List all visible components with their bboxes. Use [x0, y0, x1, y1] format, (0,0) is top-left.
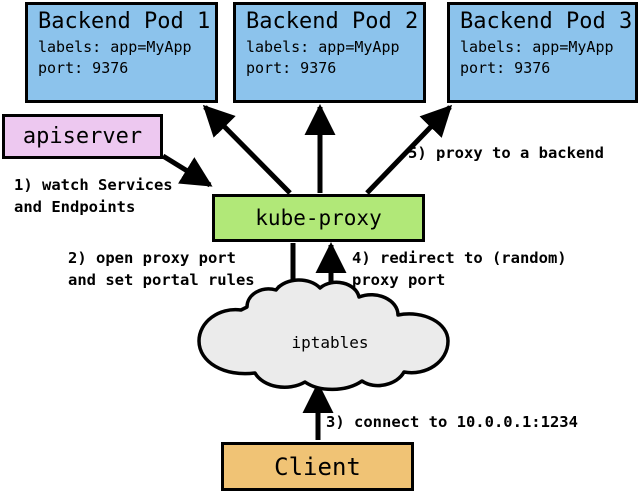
pod-1-name: Backend Pod 1: [38, 9, 211, 34]
step-4-label-line-1: 4) redirect to (random): [352, 249, 567, 267]
pod-1-labels: labels: app=MyApp: [38, 38, 192, 56]
kube-proxy-box[interactable]: kube-proxy: [212, 194, 425, 242]
step-4-label-line-2: proxy port: [352, 271, 446, 289]
step-1-label-line-1: 1) watch Services: [14, 176, 173, 194]
backend-pod-1-box[interactable]: Backend Pod 1 labels: app=MyApp port: 93…: [25, 2, 218, 103]
step-2-label-line-1: 2) open proxy port: [68, 249, 236, 267]
edge-kubeproxy-to-pod-1: [202, 104, 292, 195]
pod-2-port: port: 9376: [246, 59, 337, 77]
step-2-label-line-2: and set portal rules: [68, 271, 255, 289]
step-3-label: 3) connect to 10.0.0.1:1234: [326, 413, 578, 431]
step-1-label-line-2: and Endpoints: [14, 198, 136, 216]
kube-proxy-label: kube-proxy: [255, 206, 382, 230]
pod-2-name: Backend Pod 2: [246, 9, 419, 34]
client-box[interactable]: Client: [221, 442, 414, 491]
edge-kubeproxy-to-pod-3: [365, 104, 453, 195]
backend-pod-3-box[interactable]: Backend Pod 3 labels: app=MyApp port: 93…: [447, 2, 638, 103]
pod-1-port: port: 9376: [38, 59, 129, 77]
pod-3-name: Backend Pod 3: [460, 9, 633, 34]
backend-pod-2-box[interactable]: Backend Pod 2 labels: app=MyApp port: 93…: [233, 2, 426, 103]
iptables-label: iptables: [291, 333, 369, 352]
pod-2-labels: labels: app=MyApp: [246, 38, 400, 56]
iptables-cloud-group[interactable]: iptables: [180, 300, 480, 392]
client-label: Client: [274, 452, 361, 481]
iptables-cloud: [197, 278, 450, 392]
pod-3-labels: labels: app=MyApp: [460, 38, 614, 56]
edge-apiserver-to-kubeproxy: [161, 153, 213, 188]
pod-3-port: port: 9376: [460, 59, 551, 77]
apiserver-label: apiserver: [22, 124, 143, 149]
step-5-label: 5) proxy to a backend: [408, 144, 604, 162]
apiserver-box[interactable]: apiserver: [2, 114, 163, 159]
